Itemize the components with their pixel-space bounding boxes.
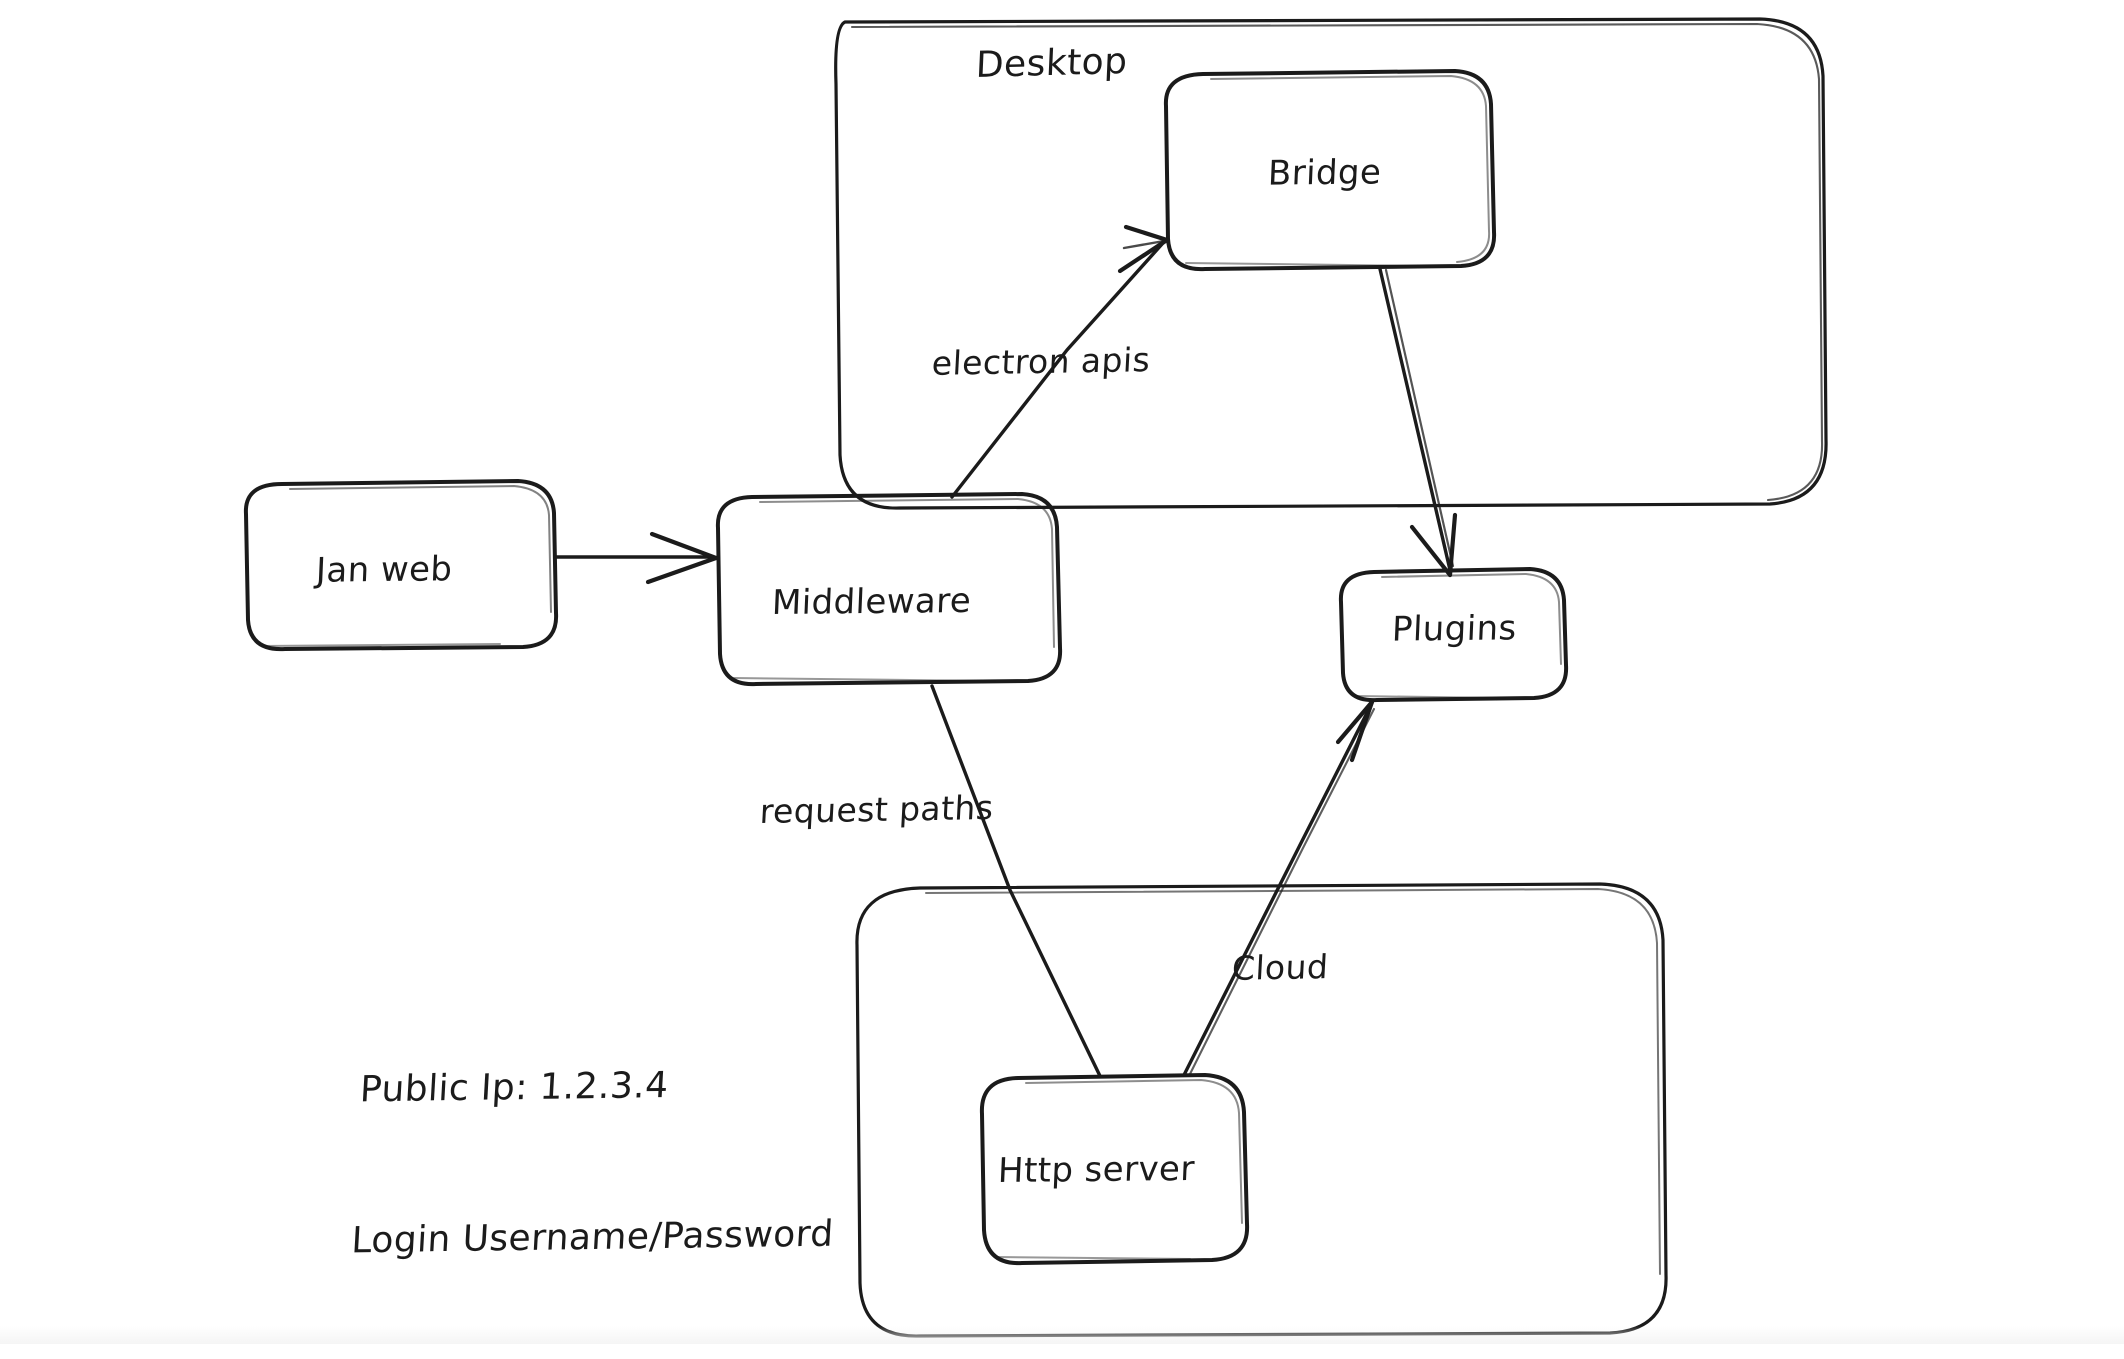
edge-bridge-to-plugins [1378, 267, 1458, 578]
edge-jan-web-to-middleware [554, 531, 719, 585]
node-http-server-outline [979, 1073, 1250, 1266]
note-line-public-ip: Public Ip: 1.2.3.4 [358, 1065, 670, 1111]
edge-label-cloud: Cloud [1230, 947, 1330, 988]
note-public-ip: Public Ip: 1.2.3.4 Login Username/Passwo… [345, 965, 849, 1359]
edge-label-request-paths: request paths [758, 787, 995, 832]
node-label-plugins: Plugins [1391, 608, 1518, 650]
node-label-middleware: Middleware [771, 580, 973, 624]
node-middleware-outline [715, 492, 1063, 687]
edge-middleware-to-bridge [950, 224, 1170, 499]
node-plugins-outline [1338, 567, 1569, 703]
group-label-desktop: Desktop [975, 41, 1129, 86]
note-line-login: Login Username/Password [350, 1213, 835, 1261]
node-label-jan-web: Jan web [315, 549, 454, 591]
edge-label-electron-apis: electron apis [930, 340, 1152, 383]
group-cloud-outline [855, 882, 1668, 1338]
edge-http-server-to-plugins [1182, 699, 1376, 1077]
node-label-http-server: Http server [997, 1148, 1196, 1192]
node-bridge-outline [1163, 69, 1497, 272]
edge-middleware-to-http-server [930, 684, 1102, 1078]
node-label-bridge: Bridge [1267, 152, 1383, 194]
group-desktop-outline [834, 17, 1828, 510]
node-jan-web-outline [243, 479, 559, 652]
